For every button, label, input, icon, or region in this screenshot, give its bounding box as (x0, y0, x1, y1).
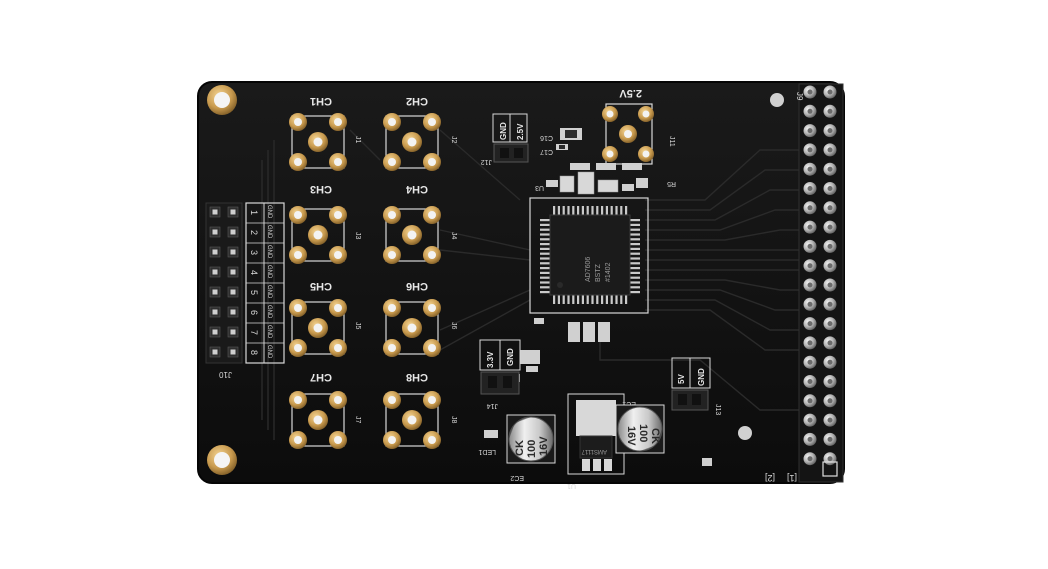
cap2-voltage: 16V (625, 426, 637, 446)
channel-jack-4 (383, 206, 441, 264)
ec1-ref: EC1 (622, 400, 636, 407)
j13-ref: J13 (714, 404, 721, 415)
header-gnd-3: GND (266, 245, 272, 259)
header-num-4: 4 (249, 270, 259, 275)
jack-ref-2: J2 (450, 136, 457, 144)
mounting-holes (207, 85, 784, 475)
jack-ref-5: J5 (354, 322, 361, 330)
pin-header-j10 (205, 202, 243, 364)
pcb-board (197, 81, 845, 484)
cap1-value: 100 (526, 440, 538, 458)
j9-ref: J9 (795, 92, 804, 101)
header-num-8: 8 (249, 350, 259, 355)
label-2-5v-small: 2.5V (516, 123, 525, 140)
channel-jack-2 (383, 113, 441, 171)
ch-label-2: CH2 (406, 95, 428, 107)
pin2-marker: [2] (765, 473, 775, 483)
jumper-j14 (479, 339, 521, 395)
header-num-2: 2 (249, 230, 259, 235)
header-num-3: 3 (249, 250, 259, 255)
smd-near-j13 (702, 458, 712, 466)
ch-label-6: CH6 (406, 280, 428, 292)
jack-ref-7: J7 (354, 416, 361, 424)
j12-ref: J12 (481, 158, 492, 165)
channel-jacks (289, 113, 441, 449)
header-gnd-8: GND (266, 345, 272, 359)
electrolytic-capacitor-1 (506, 414, 556, 464)
cap1-voltage: 16V (538, 436, 550, 456)
u3-ref: U3 (535, 184, 544, 191)
c17-ref: C17 (540, 148, 553, 155)
pin-header-j9 (798, 83, 844, 483)
jack-ref-3: J3 (354, 232, 361, 240)
voltage-regulator (567, 393, 625, 475)
chip-text-line1: AD7606 (585, 257, 592, 282)
jack-ref-4: J4 (450, 232, 457, 240)
jumper-j12 (492, 113, 529, 163)
label-gnd-mid: GND (506, 348, 515, 366)
jack-j11-pads (602, 106, 654, 162)
cap2-value: 100 (637, 424, 649, 442)
header-num-1: 1 (249, 210, 259, 215)
header-gnd-4: GND (266, 265, 272, 279)
u1-ref: U1 (567, 482, 576, 489)
header-gnd-6: GND (266, 305, 272, 319)
label-gnd-top: GND (499, 122, 508, 140)
channel-jack-1 (289, 113, 347, 171)
jack-ref-1: J1 (354, 136, 361, 144)
jack-ref-8: J8 (450, 416, 457, 424)
channel-labels: CH1 CH2 CH3 CH4 CH5 CH6 CH7 CH8 (310, 95, 428, 383)
jack-ref-6: J6 (450, 322, 457, 330)
j10-ref: J10 (219, 370, 232, 379)
channel-jack-7 (289, 391, 347, 449)
c16-ref: C16 (540, 134, 553, 141)
header-num-7: 7 (249, 330, 259, 335)
adc-chip (529, 197, 649, 314)
chip-text-line3: #1402 (605, 262, 612, 282)
ch-label-1: CH1 (310, 95, 332, 107)
electrolytic-capacitor-2 (615, 404, 665, 454)
channel-jack-8 (383, 391, 441, 449)
header-num-5: 5 (249, 290, 259, 295)
led1 (484, 430, 498, 438)
channel-jack-5 (289, 299, 347, 357)
channel-jack-3 (289, 206, 347, 264)
cap2-brand: CK (649, 428, 661, 444)
jumper-j13 (671, 357, 711, 411)
led1-ref: LED1 (478, 448, 496, 455)
pin1-marker: [1] (787, 473, 797, 483)
header-labels: 1 2 3 4 5 6 7 8 GND GND GND GND GND GND … (249, 205, 272, 359)
chip-text-line2: BSTZ (595, 263, 602, 282)
ch-label-7: CH7 (310, 371, 332, 383)
label-gnd-right: GND (697, 368, 706, 386)
label-5v: 5V (677, 374, 686, 384)
header-gnd-7: GND (266, 325, 272, 339)
ch-label-3: CH3 (310, 183, 332, 195)
j14-ref: J14 (487, 402, 498, 409)
j11-ref: J11 (668, 136, 675, 147)
label-2-5v: 2.5V (619, 87, 642, 99)
channel-jack-6 (383, 299, 441, 357)
header-gnd-5: GND (266, 285, 272, 299)
pcb-traces (261, 129, 800, 440)
r5-ref: R5 (667, 180, 676, 187)
jack-refs: J1 J2 J3 J4 J5 J6 J7 J8 (354, 136, 457, 424)
header-gnd-2: GND (266, 225, 272, 239)
ch-label-5: CH5 (310, 280, 332, 292)
header-gnd-1: GND (266, 205, 272, 219)
header-num-6: 6 (249, 310, 259, 315)
label-3-3v: 3.3V (486, 351, 495, 368)
ch-label-4: CH4 (405, 183, 428, 195)
smd-top-cluster (546, 128, 648, 195)
capacitor-labels: CK 100 16V CK 100 16V (514, 424, 661, 458)
cap1-brand: CK (514, 440, 526, 456)
ch-label-8: CH8 (406, 371, 428, 383)
electrolytic-capacitors (506, 404, 665, 464)
header-silk-table (245, 202, 285, 364)
regulator-text: AMS1117 (581, 448, 607, 454)
ec2-ref: EC2 (510, 474, 524, 481)
